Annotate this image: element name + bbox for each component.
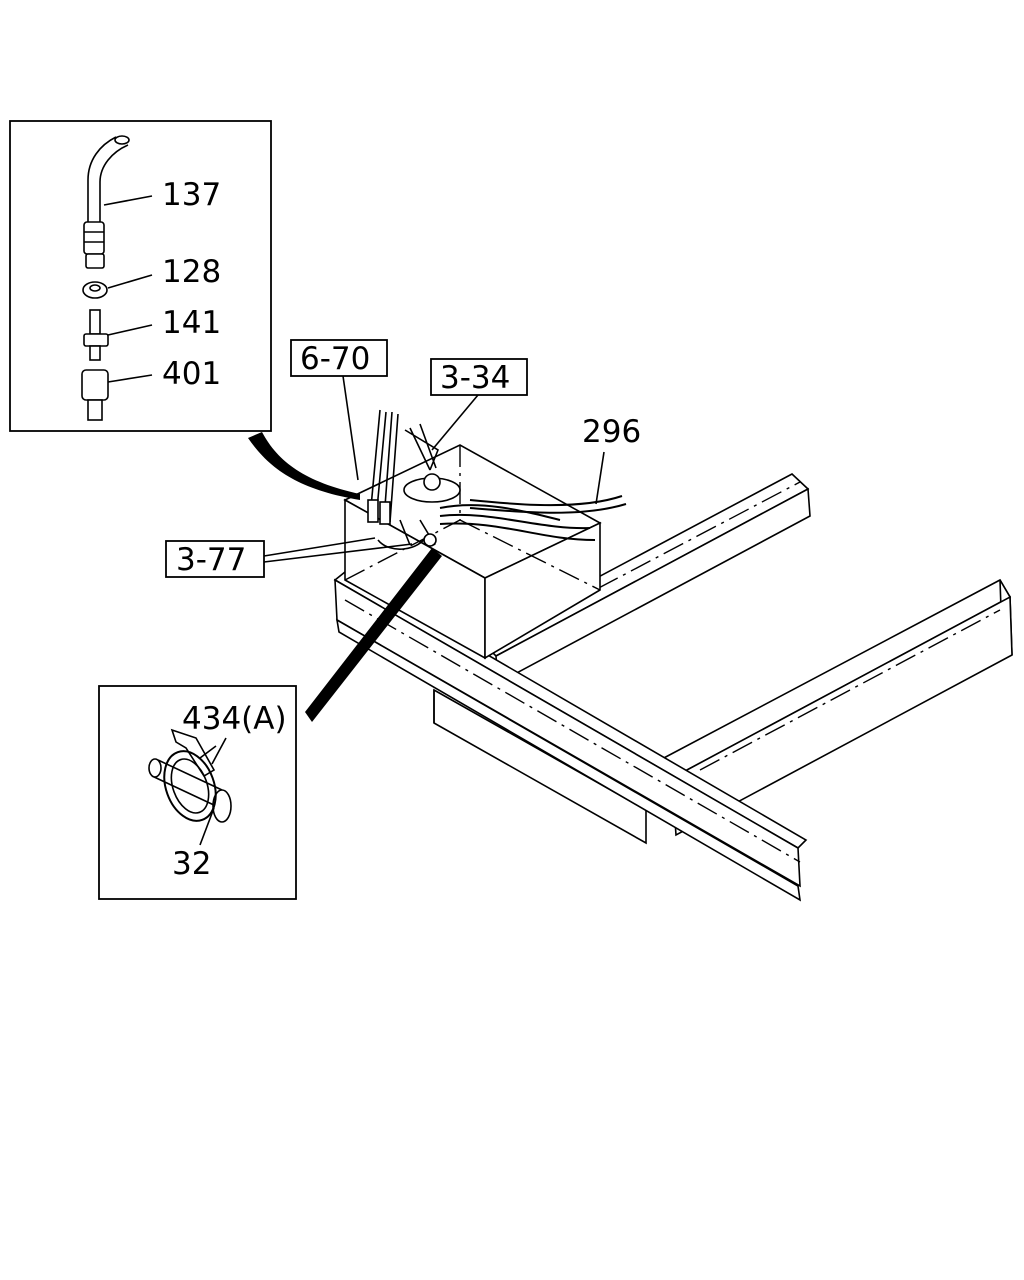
inset-top: 137 128 141 401 bbox=[9, 120, 272, 432]
arrow-top-inset bbox=[248, 432, 360, 500]
label-137: 137 bbox=[162, 177, 221, 213]
label-141: 141 bbox=[162, 305, 221, 341]
rail-front bbox=[333, 571, 808, 902]
ref-3-77: 3-77 bbox=[165, 537, 413, 578]
ref-6-70: 6-70 bbox=[290, 339, 388, 481]
label-32: 32 bbox=[172, 846, 211, 882]
rail-right bbox=[658, 578, 1013, 837]
label-401: 401 bbox=[162, 356, 221, 392]
label-296: 296 bbox=[582, 414, 641, 450]
ref-3-77-text: 3-77 bbox=[176, 542, 246, 578]
ref-3-34-text: 3-34 bbox=[440, 360, 510, 396]
label-296-group: 296 bbox=[582, 414, 641, 505]
ref-3-34: 3-34 bbox=[430, 358, 528, 451]
inset-bottom: 434(A) 32 bbox=[98, 685, 297, 900]
label-434: 434(A) bbox=[182, 701, 287, 737]
fuel-pipes bbox=[367, 409, 627, 550]
inset-top-frame bbox=[9, 120, 272, 432]
inset-bottom-frame bbox=[98, 685, 297, 900]
arrow-bottom-inset bbox=[305, 548, 442, 722]
ref-6-70-text: 6-70 bbox=[300, 341, 370, 377]
label-128: 128 bbox=[162, 254, 221, 290]
